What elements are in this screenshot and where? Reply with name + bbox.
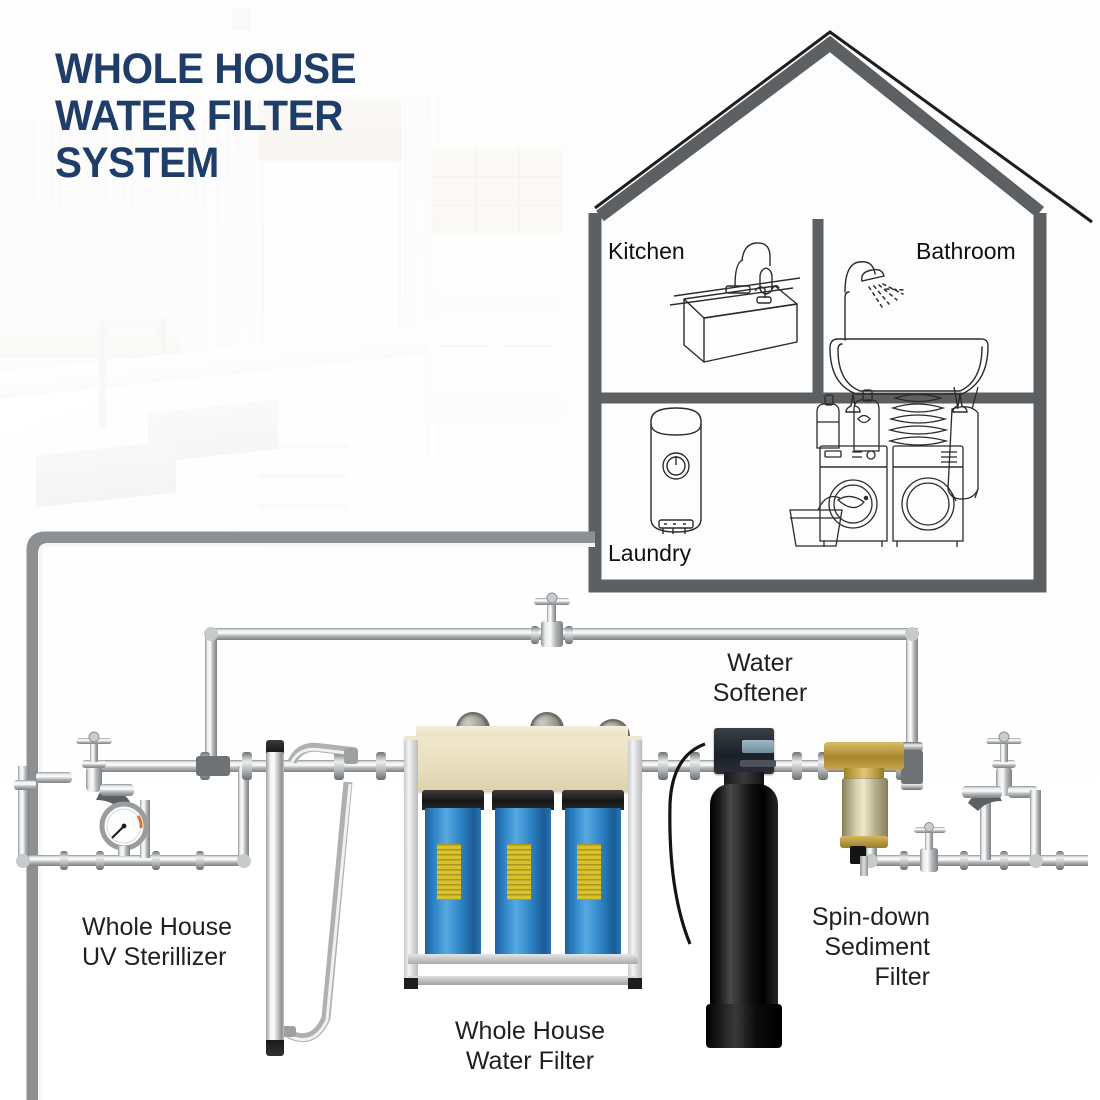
kitchen-sink-icon	[669, 242, 801, 363]
spindown-retaining-ring	[840, 836, 888, 848]
bathtub-shower-icon	[829, 261, 989, 413]
softener-button-panel[interactable]	[740, 760, 776, 767]
filter-stand-rail	[408, 954, 638, 964]
room-label-bathroom: Bathroom	[916, 238, 1016, 264]
filter-sump	[425, 808, 481, 960]
filter-housing-1	[422, 790, 484, 960]
softener-resin-tank	[710, 784, 778, 1016]
filter-housing-3	[562, 790, 624, 960]
label-water-softener: Water Softener	[712, 649, 808, 707]
filter-cap	[562, 790, 624, 810]
label-uv-sterilizer: Whole House UV Sterillizer	[82, 913, 233, 971]
filter-frame-right	[628, 740, 642, 988]
label-spin-down-filter: Spin-down Sediment Filter	[811, 903, 930, 991]
filter-cap	[422, 790, 484, 810]
spindown-clear-bowl	[842, 778, 888, 842]
filter-warning-label	[577, 844, 601, 900]
spindown-brass-head	[824, 742, 904, 770]
water-softener-unit	[700, 728, 790, 1058]
filter-housing-2	[492, 790, 554, 960]
top-line-gate-valve	[531, 592, 573, 647]
filter-sump	[495, 808, 551, 960]
room-label-kitchen: Kitchen	[608, 238, 685, 264]
filter-mounting-bracket	[404, 736, 642, 792]
filter-stand-foot	[628, 978, 642, 989]
left-outdoor-spigot	[14, 731, 134, 810]
inlet-pressure-gauge	[99, 801, 149, 856]
filter-cap	[492, 790, 554, 810]
filter-warning-label	[507, 844, 531, 900]
page-title-line-3: SYSTEM	[55, 139, 219, 187]
label-water-filter: Whole House Water Filter	[454, 1017, 606, 1075]
filter-stand-rail	[408, 976, 638, 985]
right-line-gate-valve	[914, 822, 946, 872]
uv-quartz-tube	[266, 752, 284, 1042]
right-outdoor-spigot	[962, 731, 1041, 860]
filter-warning-label	[437, 844, 461, 900]
filter-stand-foot	[404, 978, 418, 989]
washer-dryer-icon	[789, 386, 979, 547]
spindown-drain-stem	[860, 856, 868, 876]
softener-lcd-display	[742, 740, 774, 753]
softener-control-valve	[714, 728, 776, 774]
whole-house-water-filter-unit	[398, 712, 648, 1012]
uv-top-cap	[266, 740, 284, 754]
room-label-laundry: Laundry	[608, 540, 692, 566]
page-title-line-2: WATER FILTER	[55, 92, 344, 140]
page-title-line-1: WHOLE HOUSE	[55, 45, 357, 93]
uv-bottom-cap	[266, 1040, 284, 1056]
uv-sterilizer-unit	[262, 738, 288, 1056]
filter-frame-left	[404, 740, 418, 988]
filter-sump	[565, 808, 621, 960]
water-heater-icon	[650, 407, 702, 534]
softener-base	[706, 1004, 782, 1048]
spin-down-sediment-filter-unit	[824, 742, 904, 876]
page-title: WHOLE HOUSE WATER FILTER SYSTEM	[55, 45, 357, 187]
